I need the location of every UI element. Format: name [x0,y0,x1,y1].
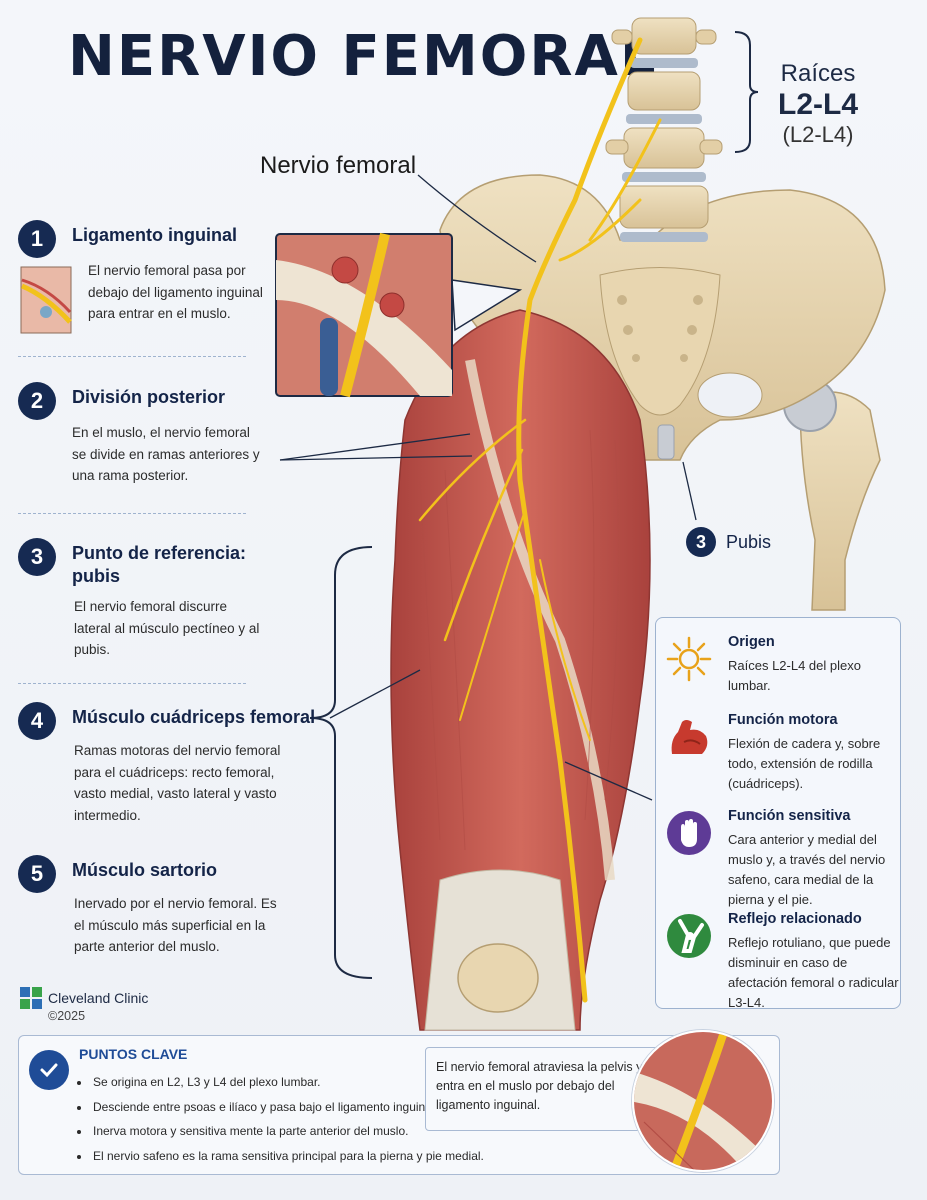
quadriceps-bracket [309,546,373,979]
step-description: En el muslo, el nervio femoral se divide… [72,425,260,484]
patella [457,943,539,1013]
femoral-nerve-illustration [275,17,886,1031]
femoral-nerve [418,37,662,1003]
step-title: Músculo sartorio [72,860,218,880]
key-point-item: Se origina en L2, L3 y L4 del plexo lumb… [91,1070,484,1095]
info-text: Flexión de cadera y, sobre todo, extensi… [728,736,881,792]
key-points-summary: El nervio femoral atraviesa la pelvis y … [425,1047,665,1131]
key-points-title: PUNTOS CLAVE [79,1046,188,1062]
step-number-badge: 2 [18,382,56,420]
info-reflex: Reflejo relacionado Reflejo rotuliano, q… [664,911,900,1010]
obturator-foramen [697,372,763,418]
knee-icon [667,914,711,958]
step-title: Ligamento inguinal [72,225,237,245]
key-points-list: Se origina en L2, L3 y L4 del plexo lumb… [79,1070,484,1168]
info-sensory: Función sensitiva Cara anterior y medial… [664,808,900,908]
step-description: Inervado por el nervio femoral. Es el mú… [74,896,277,955]
step-3: 3 Punto de referencia: pubis El nervio f… [18,538,278,668]
pubis-label: 3 Pubis [686,527,771,557]
inguinal-region-thumbnail [632,1030,774,1172]
info-text: Raíces L2-L4 del plexo lumbar. [728,658,861,694]
inguinal-thumbnail-icon [20,266,72,334]
step-number-badge: 5 [18,855,56,893]
lumbar-vertebrae [605,17,723,242]
step-title: División posterior [72,387,226,407]
hand-icon [667,811,711,855]
step-1: 1 Ligamento inguinal El nervio femoral p… [18,220,278,340]
pubic-symphysis [657,424,675,460]
page-title: NERVIO FEMORAL [68,24,658,89]
femur-right [799,391,881,611]
step-divider [18,356,246,357]
step-number-badge: 3 [18,538,56,576]
roots-bracket [734,31,759,153]
step-divider [18,683,246,684]
pubis-label-text: Pubis [726,531,772,552]
info-text: Reflejo rotuliano, que puede disminuir e… [728,935,899,1011]
checkmark-icon [29,1050,69,1090]
roots-label-line1: Raíces [780,60,856,87]
step-description: El nervio femoral pasa por debajo del li… [88,263,263,322]
info-panel: Origen Raíces L2-L4 del plexo lumbar. Fu… [655,617,901,1010]
step-5: 5 Músculo sartorio Inervado por el nervi… [18,855,278,965]
step-divider [18,513,246,514]
flexed-arm-icon [671,720,708,754]
info-title: Reflejo relacionado [728,911,862,927]
roots-label-line2: L2-L4 [778,88,859,121]
info-text: Cara anterior y medial del muslo y, a tr… [728,832,886,908]
info-title: Función motora [728,712,838,728]
info-title: Función sensitiva [728,808,851,824]
step-number-badge: 1 [18,220,56,258]
key-point-item: Desciende entre psoas e ilíaco y pasa ba… [91,1095,484,1120]
thigh-muscles [390,309,651,1031]
logo-text: Cleveland Clinic [48,990,149,1006]
step-title: Músculo cuádriceps femoral [72,707,316,727]
sacrum [599,267,721,416]
pubis-number-badge: 3 [686,527,716,557]
inguinal-zoom-inset [275,232,523,398]
info-title: Origen [728,634,775,650]
info-motor: Función motora Flexión de cadera y, sobr… [664,712,900,812]
info-origin: Origen Raíces L2-L4 del plexo lumbar. [664,634,900,714]
key-point-item: Inerva motora y sensitiva mente la parte… [91,1119,484,1144]
step-4: 4 Músculo cuádriceps femoral Ramas motor… [18,702,315,842]
step-number-badge: 4 [18,702,56,740]
step-2: 2 División posterior En el muslo, el ner… [18,382,278,492]
copyright: ©2025 [48,1009,86,1023]
step-title: Punto de referencia: pubis [72,543,247,586]
step-description: Ramas motoras del nervio femoral para el… [74,743,281,823]
step-description: El nervio femoral discurre lateral al mú… [74,599,260,658]
clinic-cross-icon [20,987,42,1009]
femoral-nerve-label: Nervio femoral [260,152,417,179]
roots-label: Raíces L2-L4 (L2-L4) [778,60,858,148]
roots-label-line3: (L2-L4) [782,122,854,147]
key-point-item: El nervio safeno es la rama sensitiva pr… [91,1144,484,1169]
sun-icon [666,636,712,682]
cleveland-clinic-logo: Cleveland Clinic [20,987,148,1009]
